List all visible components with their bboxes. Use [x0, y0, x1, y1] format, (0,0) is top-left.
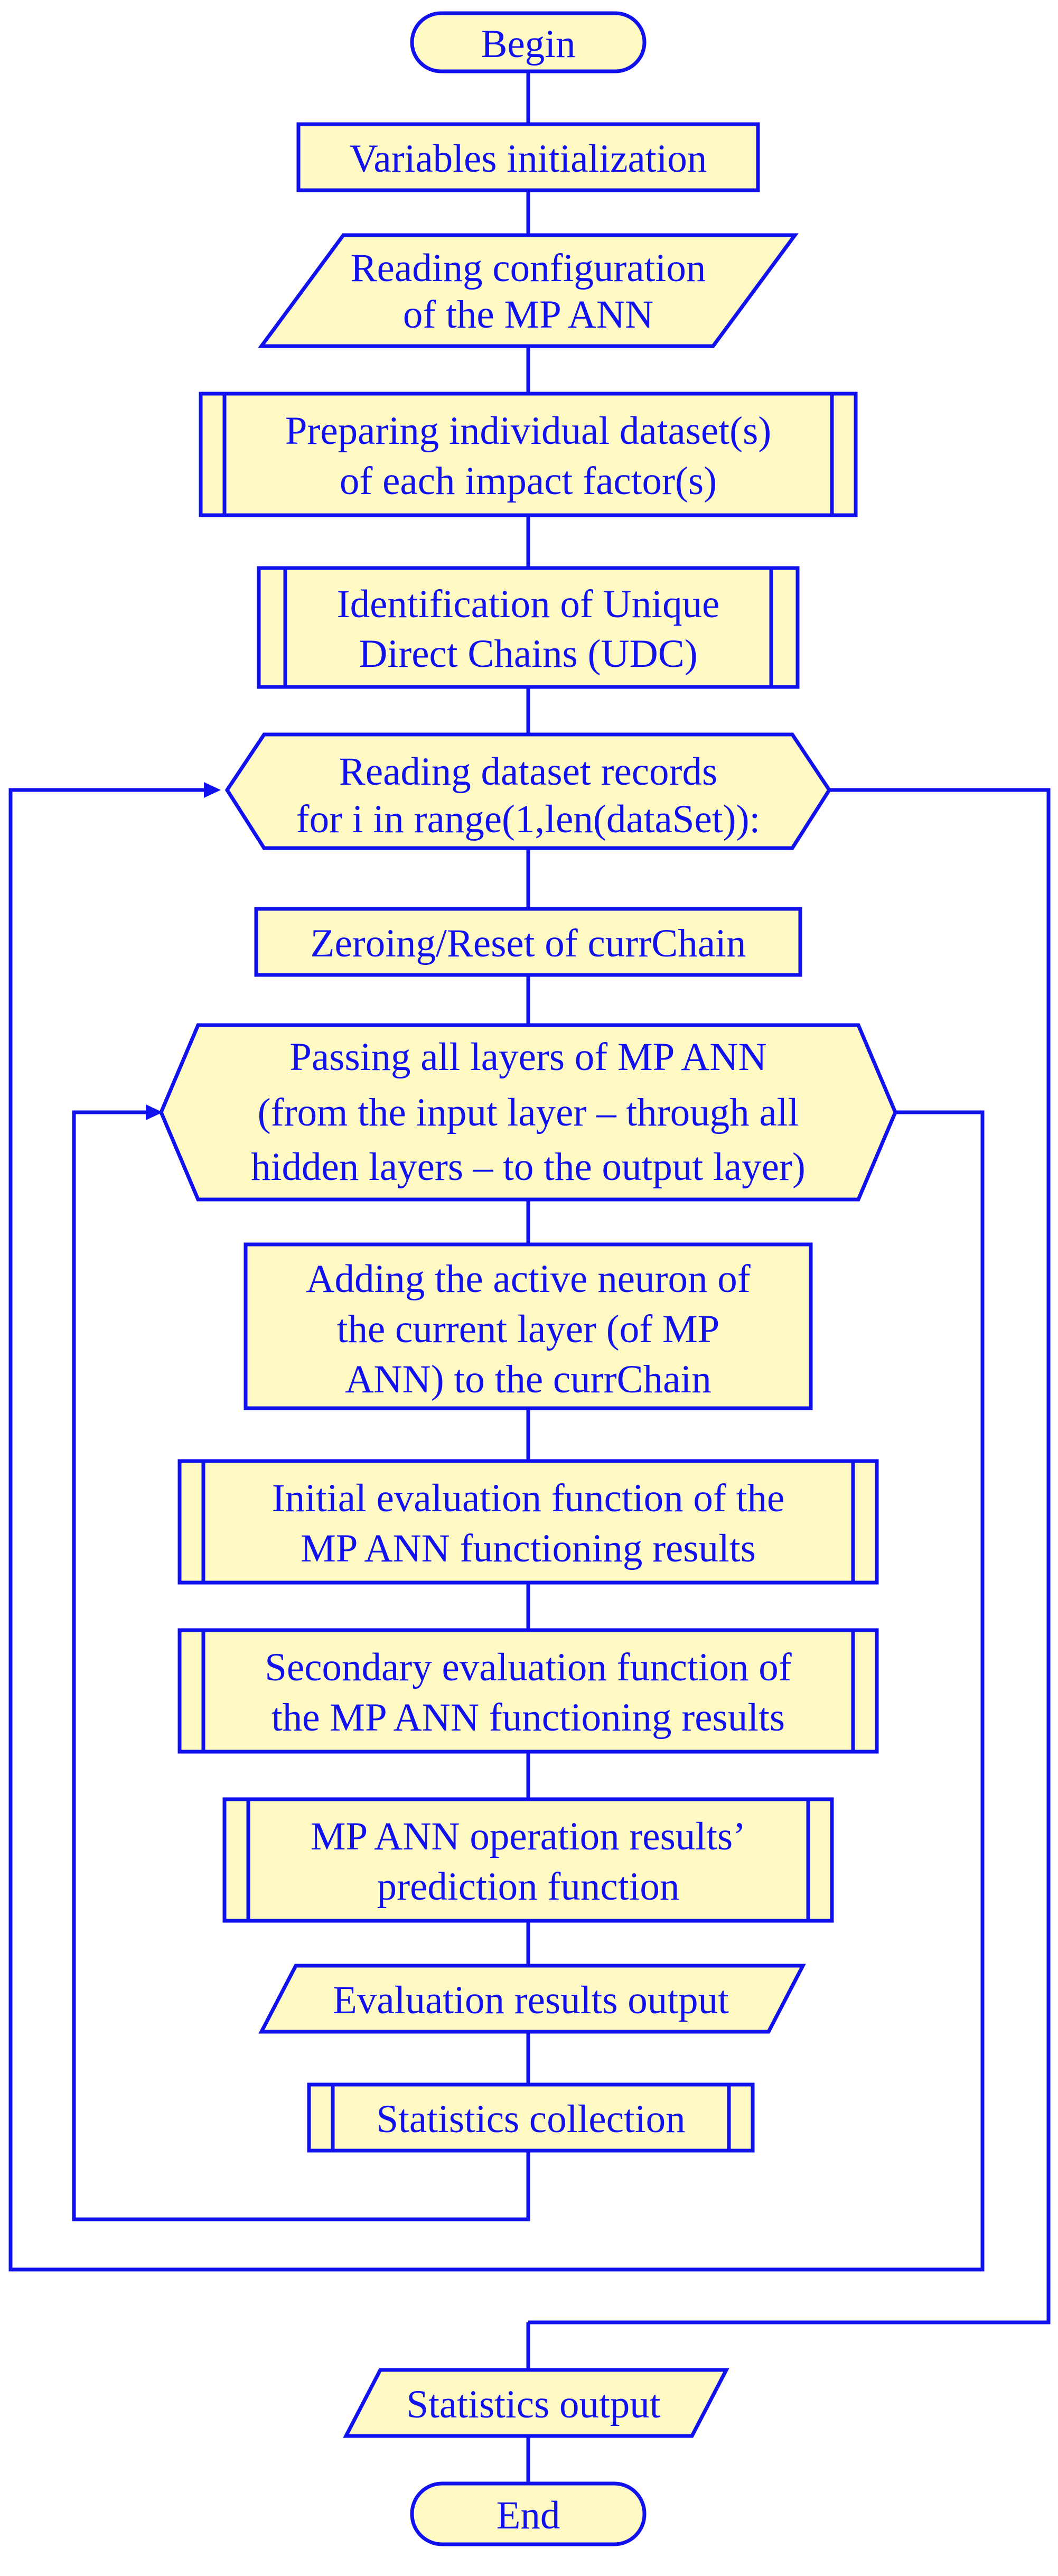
- prepare-datasets-label-line-2: of each impact factor(s): [340, 459, 717, 503]
- connectors: [8, 71, 1051, 2484]
- read-records-label-line-2: for i in range(1,len(dataSet)):: [296, 797, 761, 841]
- prediction-label-line-2: prediction function: [377, 1865, 680, 1909]
- prediction-subprocess: [222, 1797, 834, 1923]
- reset-chain-label: Zeroing/Reset of currChain: [311, 922, 746, 965]
- prepare-datasets-subprocess: [199, 392, 858, 517]
- read-records-label-line-1: Reading dataset records: [339, 750, 717, 794]
- stats-output-label: Statistics output: [406, 2383, 660, 2426]
- read-config-io: [258, 233, 799, 348]
- identify-udc-subprocess: [257, 566, 800, 689]
- pass-layers-loop: [159, 1023, 897, 1202]
- identify-udc-label-line-1: Identification of Unique: [337, 582, 720, 626]
- inner-loop-return: [72, 1110, 530, 2221]
- begin-terminator: [410, 11, 647, 73]
- read-config-label-line-2: of the MP ANN: [403, 293, 653, 337]
- identify-udc-label-line-2: Direct Chains (UDC): [359, 632, 698, 676]
- initial-eval-label-line-1: Initial evaluation function of the: [272, 1476, 785, 1520]
- secondary-eval-label-line-1: Secondary evaluation function of: [265, 1645, 792, 1689]
- inner-loop-exit: [8, 788, 985, 2272]
- inner-loop-arrowhead: [146, 1104, 163, 1120]
- pass-layers-label-line-3: hidden layers – to the output layer): [251, 1145, 806, 1189]
- init-process: [296, 122, 760, 192]
- end-terminator: [410, 2481, 647, 2546]
- add-neuron-label-line-3: ANN) to the currChain: [345, 1357, 711, 1401]
- add-neuron-label-line-2: the current layer (of MP: [337, 1307, 720, 1351]
- prepare-datasets-label-line-1: Preparing individual dataset(s): [285, 409, 772, 453]
- outer-loop-exit: [528, 788, 1051, 2324]
- pass-layers-label-line-2: (from the input layer – through all: [258, 1091, 799, 1134]
- stats-collection-label: Statistics collection: [376, 2097, 685, 2141]
- read-config-label-line-1: Reading configuration: [351, 246, 706, 290]
- add-neuron-label-line-1: Adding the active neuron of: [306, 1257, 750, 1301]
- shapes: [159, 11, 897, 2546]
- stats-output-io: [343, 2368, 729, 2438]
- secondary-eval-label-line-2: the MP ANN functioning results: [271, 1696, 785, 1740]
- outer-loop-arrowhead: [204, 782, 221, 798]
- add-neuron-process: [244, 1242, 813, 1410]
- eval-output-io: [258, 1964, 806, 2034]
- initial-eval-subprocess: [177, 1459, 879, 1585]
- end-label: End: [497, 2494, 560, 2537]
- initial-eval-label-line-2: MP ANN functioning results: [301, 1527, 756, 1570]
- labels: Begin Variables initialization Reading c…: [251, 22, 806, 2537]
- prediction-label-line-1: MP ANN operation results’: [311, 1815, 746, 1858]
- init-label: Variables initialization: [350, 137, 707, 181]
- stats-collection-subprocess: [307, 2082, 755, 2153]
- read-records-loop: [224, 732, 832, 850]
- reset-chain-process: [254, 907, 802, 977]
- eval-output-label: Evaluation results output: [333, 1978, 729, 2022]
- secondary-eval-subprocess: [177, 1628, 879, 1754]
- pass-layers-label-line-1: Passing all layers of MP ANN: [289, 1035, 766, 1079]
- begin-label: Begin: [481, 22, 575, 66]
